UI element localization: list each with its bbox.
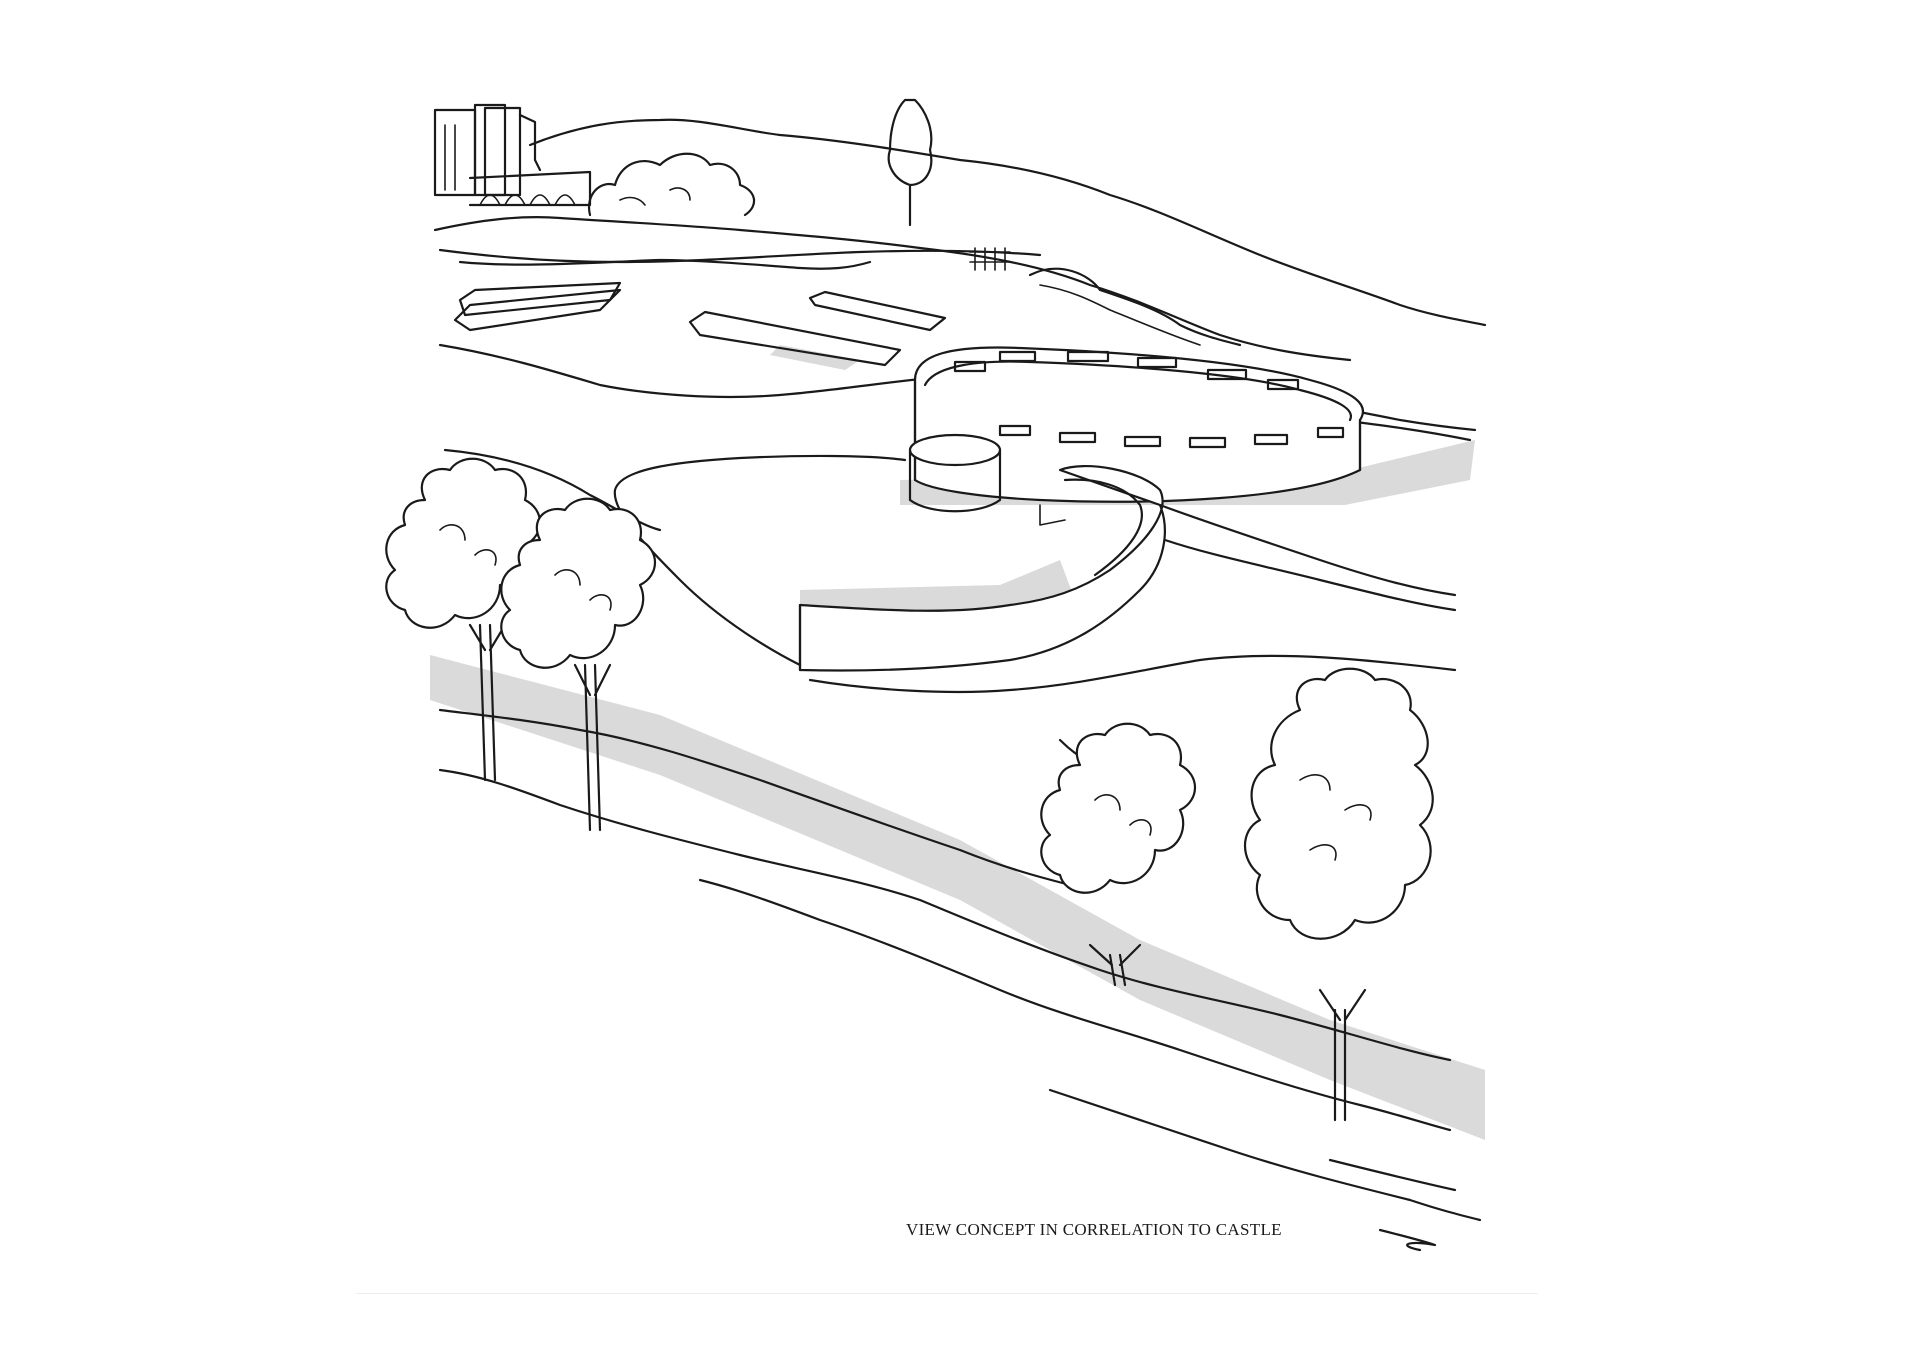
tree-right-1 bbox=[1040, 722, 1196, 987]
ground-line-middle bbox=[438, 343, 962, 399]
path-shadow bbox=[800, 560, 1075, 615]
tree-left-1 bbox=[385, 457, 541, 782]
sketch-caption: VIEW CONCEPT IN CORRELATION TO CASTLE bbox=[906, 1220, 1282, 1239]
distant-tree bbox=[887, 98, 933, 227]
concept-building bbox=[798, 346, 1365, 672]
boat-shadow bbox=[770, 345, 860, 370]
river-bank-far bbox=[458, 258, 872, 270]
castle-tower-middle bbox=[473, 103, 507, 197]
fence bbox=[969, 247, 1011, 271]
hill-line-1 bbox=[528, 118, 1487, 327]
boats bbox=[453, 281, 947, 367]
foreground-line-2 bbox=[1048, 1088, 1482, 1222]
castle-tower-right bbox=[483, 106, 522, 197]
castle bbox=[433, 103, 592, 207]
lawn-outline bbox=[613, 454, 907, 667]
tree-left-2 bbox=[500, 497, 656, 832]
hill-line-2 bbox=[433, 216, 1352, 362]
foreground-line-1 bbox=[698, 878, 1452, 1132]
footer-rule bbox=[356, 1293, 1538, 1294]
hill-line-3 bbox=[438, 248, 1042, 264]
bush-cluster bbox=[587, 152, 756, 217]
tree-row-shadow bbox=[430, 655, 1485, 1140]
tree-right-2 bbox=[1244, 667, 1434, 1122]
hedge bbox=[1028, 267, 1242, 347]
